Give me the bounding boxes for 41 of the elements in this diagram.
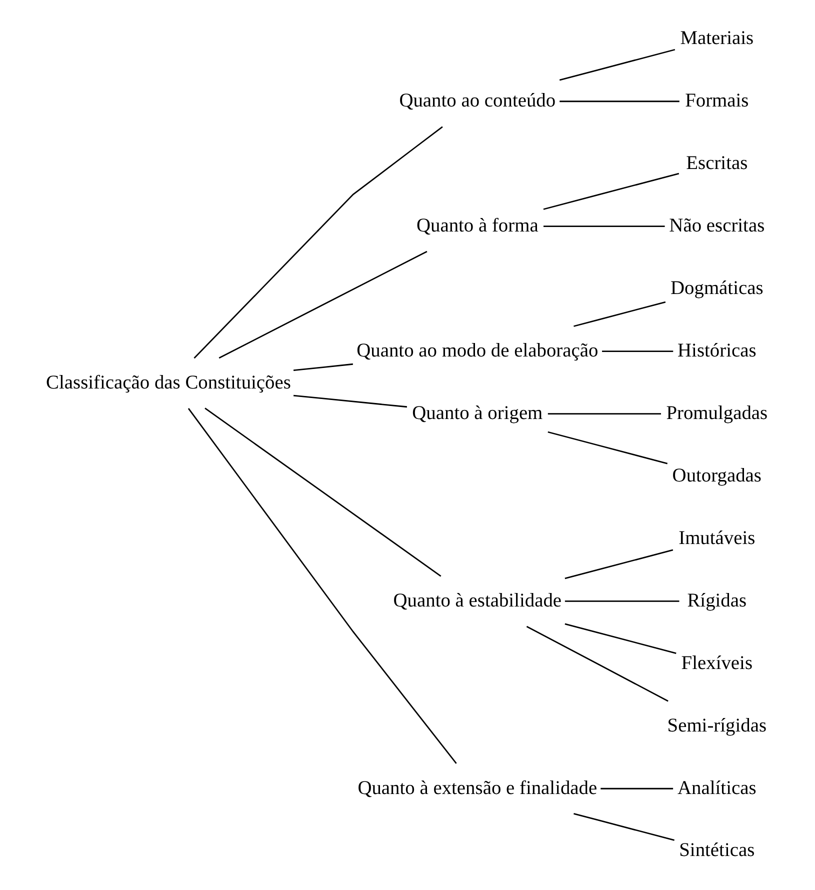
connector	[558, 48, 675, 81]
connector	[564, 549, 673, 580]
node-text: Materiais	[680, 28, 754, 50]
node-text: Sintéticas	[678, 840, 754, 862]
connector	[559, 100, 679, 102]
node-text: Promulgadas	[666, 402, 768, 424]
connector	[204, 408, 441, 577]
node-text: Não escritas	[668, 215, 764, 236]
connector	[187, 408, 456, 764]
connector	[218, 250, 427, 359]
connector	[547, 413, 660, 414]
node-text: Classificação das Constituições	[46, 372, 290, 394]
node-text: Quanto ao modo de elaboração	[356, 340, 598, 362]
connector	[193, 126, 442, 359]
connector	[564, 600, 679, 602]
connector	[573, 301, 666, 327]
node-text: Outorgadas	[672, 465, 762, 486]
node-text: Quanto à extensão e finalidade	[357, 778, 597, 799]
node-text: Quanto à estabilidade	[392, 590, 562, 612]
connector	[526, 626, 668, 702]
node-text: Quanto à origem	[412, 402, 542, 424]
connector	[292, 394, 407, 408]
node-text: Dogmáticas	[670, 278, 763, 299]
node-text: Rígidas	[686, 590, 746, 612]
connector	[547, 431, 668, 464]
connector	[543, 226, 664, 228]
connector	[573, 813, 674, 841]
node-text: Imutáveis	[678, 528, 755, 549]
node-text: Analíticas	[677, 778, 756, 799]
node-text: Semi-rígidas	[666, 715, 766, 736]
node-text: Históricas	[677, 340, 756, 362]
node-text: Quanto ao conteúdo	[398, 90, 556, 112]
node-text: Formais	[684, 90, 748, 112]
node-text: Escritas	[686, 152, 748, 174]
connector	[600, 788, 673, 790]
connector	[292, 363, 352, 372]
connector	[602, 350, 673, 352]
node-text: Quanto à forma	[416, 215, 538, 236]
connector	[564, 623, 676, 654]
connector	[542, 172, 679, 210]
node-text: Flexíveis	[680, 652, 752, 674]
